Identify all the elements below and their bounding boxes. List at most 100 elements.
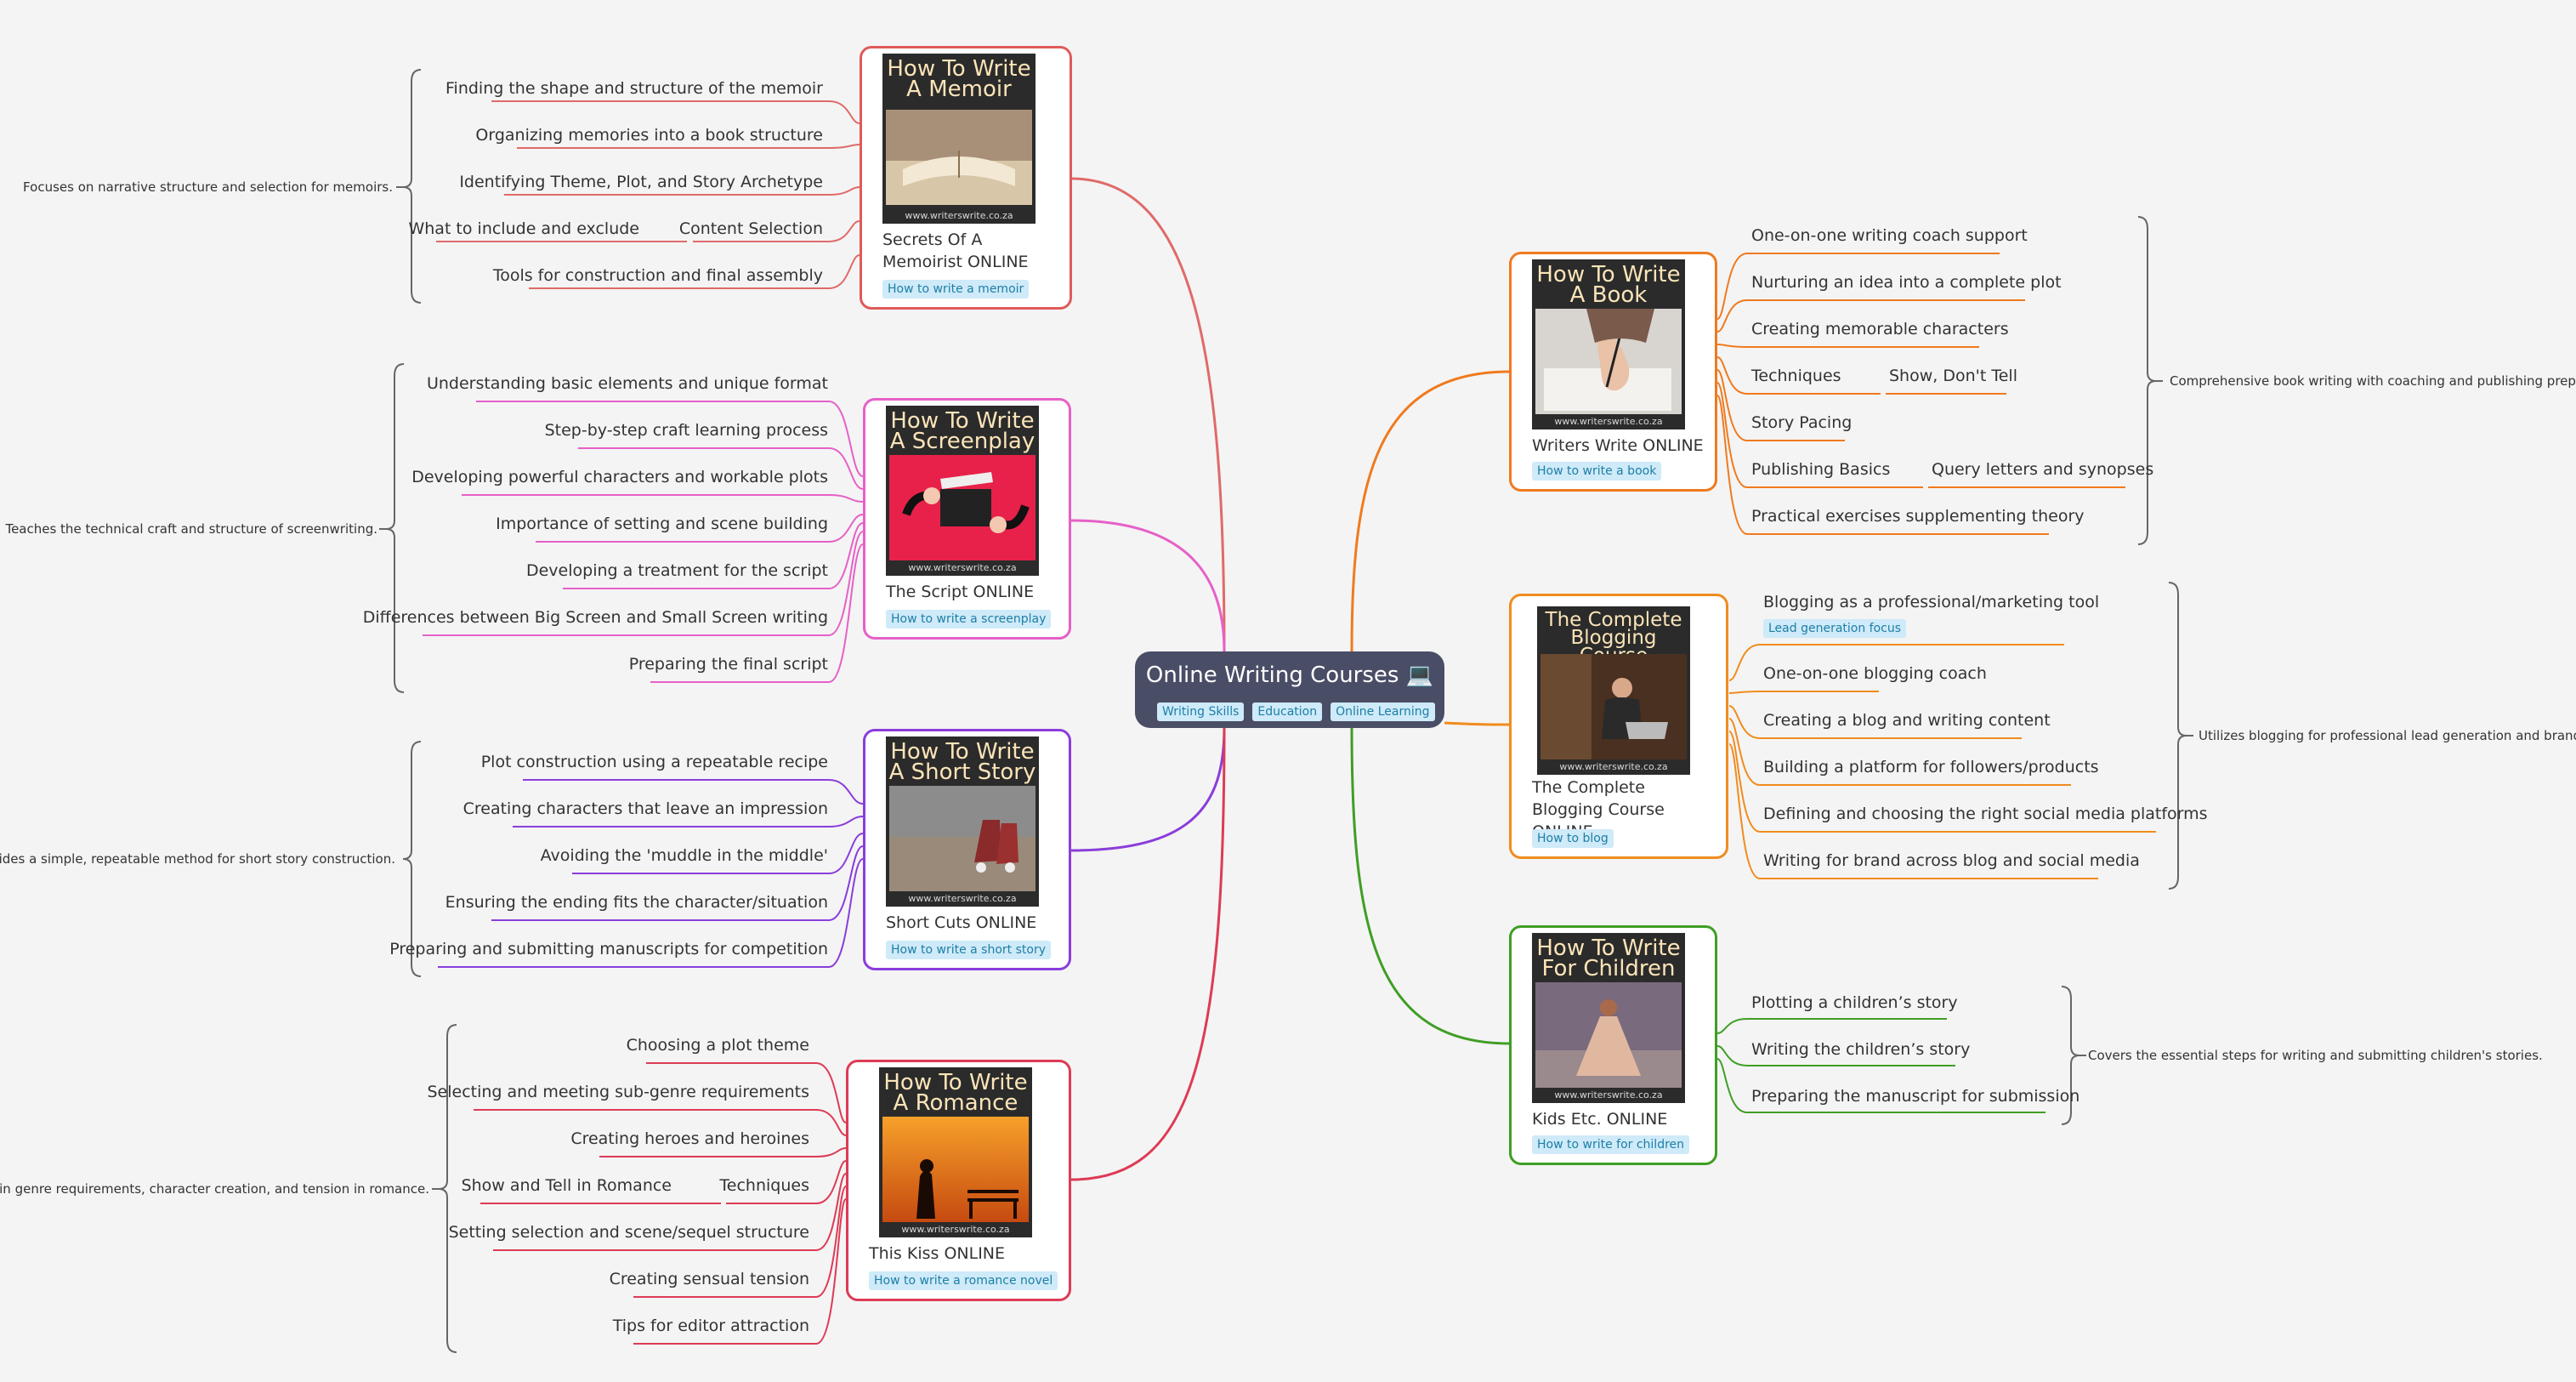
blogging-item-6[interactable]: Writing for brand across blog and social… xyxy=(1763,851,2140,870)
screenplay-item-2[interactable]: Step-by-step craft learning process xyxy=(544,421,828,440)
girl-in-dress-image xyxy=(1535,982,1682,1088)
romance-summary: zes in genre requirements, character cre… xyxy=(0,1181,429,1197)
blogging-item-5[interactable]: Defining and choosing the right social m… xyxy=(1763,805,2208,823)
course-tag-romance: How to write a romance novel xyxy=(869,1271,1058,1290)
book-item-2[interactable]: Nurturing an idea into a complete plot xyxy=(1751,273,2062,292)
sunset-couple-image xyxy=(882,1117,1029,1222)
romance-item-3[interactable]: Creating heroes and heroines xyxy=(570,1129,809,1148)
course-title-romance: This Kiss ONLINE xyxy=(869,1244,1006,1263)
course-card-romance[interactable]: How To Write A Romance www.writerswrite.… xyxy=(846,1060,1071,1301)
romance-item-5[interactable]: Setting selection and scene/sequel struc… xyxy=(448,1223,809,1242)
romance-item-2[interactable]: Selecting and meeting sub-genre requirem… xyxy=(427,1083,810,1101)
course-tag-book: How to write a book xyxy=(1532,462,1662,481)
book-subitem-publishing[interactable]: Query letters and synopses xyxy=(1932,460,2154,479)
book-item-3[interactable]: Creating memorable characters xyxy=(1751,320,2009,338)
book-cover-memoir: How To Write A Memoir www.writerswrite.c… xyxy=(882,54,1036,224)
children-summary: Covers the essential steps for writing a… xyxy=(2088,1048,2543,1063)
romance-item-4[interactable]: Techniques xyxy=(719,1176,809,1195)
cover-title: How To Write A Screenplay xyxy=(889,408,1036,454)
book-cover-book: How To Write A Book www.writerswrite.co.… xyxy=(1532,259,1685,429)
cover-title: How To Write A Book xyxy=(1536,262,1681,308)
screenplay-item-4[interactable]: Importance of setting and scene building xyxy=(496,515,828,533)
course-card-children[interactable]: How To Write For Children www.writerswri… xyxy=(1509,925,1717,1165)
short-story-item-3[interactable]: Avoiding the 'muddle in the middle' xyxy=(540,846,828,865)
book-cover-children: How To Write For Children www.writerswri… xyxy=(1532,933,1685,1103)
course-title-screenplay: The Script ONLINE xyxy=(886,583,1035,601)
course-tag-screenplay: How to write a screenplay xyxy=(886,610,1052,628)
course-card-memoir[interactable]: How To Write A Memoir www.writerswrite.c… xyxy=(860,46,1072,310)
book-cover-screenplay: How To Write A Screenplay www.writerswri… xyxy=(886,406,1039,576)
cover-url: www.writerswrite.co.za xyxy=(1554,416,1663,427)
cover-title: How To Write A Romance xyxy=(883,1070,1028,1116)
course-tag-short-story: How to write a short story xyxy=(886,941,1051,959)
cover-url: www.writerswrite.co.za xyxy=(901,1224,1010,1235)
screenplay-item-3[interactable]: Developing powerful characters and worka… xyxy=(411,468,828,486)
course-title-short-story: Short Cuts ONLINE xyxy=(886,913,1037,932)
cover-title: How To Write A Memoir xyxy=(887,56,1031,102)
short-story-item-1[interactable]: Plot construction using a repeatable rec… xyxy=(480,753,828,771)
romance-item-1[interactable]: Choosing a plot theme xyxy=(626,1036,809,1055)
children-item-1[interactable]: Plotting a children’s story xyxy=(1751,993,1958,1012)
blogging-item-3[interactable]: Creating a blog and writing content xyxy=(1763,711,2051,730)
central-topic-title: Online Writing Courses 💻 xyxy=(1145,663,1434,688)
memoir-summary: Focuses on narrative structure and selec… xyxy=(23,179,393,195)
course-title-children: Kids Etc. ONLINE xyxy=(1532,1110,1668,1129)
short-story-item-2[interactable]: Creating characters that leave an impres… xyxy=(462,799,828,818)
cover-url: www.writerswrite.co.za xyxy=(1559,761,1668,772)
book-summary: Comprehensive book writing with coaching… xyxy=(2170,373,2576,389)
short-story-item-5[interactable]: Preparing and submitting manuscripts for… xyxy=(389,940,828,958)
cover-url: www.writerswrite.co.za xyxy=(908,562,1017,573)
course-card-book[interactable]: How To Write A Book www.writerswrite.co.… xyxy=(1509,252,1717,492)
romance-item-6[interactable]: Creating sensual tension xyxy=(609,1270,809,1288)
course-card-short-story[interactable]: How To Write A Short Story www.writerswr… xyxy=(863,729,1071,970)
blogging-item-2[interactable]: One-on-one blogging coach xyxy=(1763,664,1987,683)
roller-skates-image xyxy=(889,786,1036,891)
book-item-1[interactable]: One-on-one writing coach support xyxy=(1751,226,2028,245)
romance-subitem[interactable]: Show and Tell in Romance xyxy=(461,1176,672,1195)
children-item-2[interactable]: Writing the children’s story xyxy=(1751,1040,1971,1059)
course-tag-memoir: How to write a memoir xyxy=(882,280,1030,299)
blogging-item-4[interactable]: Building a platform for followers/produc… xyxy=(1763,758,2099,776)
screenplay-item-6[interactable]: Differences between Big Screen and Small… xyxy=(362,608,828,627)
clapperboard-image xyxy=(889,455,1036,560)
book-cover-romance: How To Write A Romance www.writerswrite.… xyxy=(879,1067,1032,1237)
memoir-item-2[interactable]: Organizing memories into a book structur… xyxy=(475,126,823,145)
romance-item-7[interactable]: Tips for editor attraction xyxy=(612,1317,809,1335)
screenplay-item-1[interactable]: Understanding basic elements and unique … xyxy=(426,374,828,393)
memoir-item-5[interactable]: Tools for construction and final assembl… xyxy=(492,266,823,285)
memoir-item-3[interactable]: Identifying Theme, Plot, and Story Arche… xyxy=(459,173,823,191)
open-book-image xyxy=(886,110,1032,205)
book-cover-blogging: The Complete Blogging Course www.writers… xyxy=(1537,606,1690,775)
book-subitem-techniques[interactable]: Show, Don't Tell xyxy=(1889,367,2017,385)
short-story-item-4[interactable]: Ensuring the ending fits the character/s… xyxy=(445,893,828,912)
memoir-subitem[interactable]: What to include and exclude xyxy=(408,219,639,238)
memoir-item-4[interactable]: Content Selection xyxy=(678,219,823,238)
course-card-screenplay[interactable]: How To Write A Screenplay www.writerswri… xyxy=(863,398,1071,640)
tag-education: Education xyxy=(1252,702,1323,721)
blogging-item-1[interactable]: Blogging as a professional/marketing too… xyxy=(1763,593,2100,611)
book-cover-short-story: How To Write A Short Story www.writerswr… xyxy=(886,736,1039,907)
course-title-memoir: Secrets Of A Memoirist ONLINE xyxy=(882,230,1029,271)
short-story-summary: Provides a simple, repeatable method for… xyxy=(0,851,395,867)
writing-hand-image xyxy=(1535,309,1682,414)
course-title-book: Writers Write ONLINE xyxy=(1532,436,1704,455)
cover-url: www.writerswrite.co.za xyxy=(908,893,1017,904)
cover-title: How To Write For Children xyxy=(1536,936,1681,981)
book-item-7[interactable]: Practical exercises supplementing theory xyxy=(1751,507,2085,526)
tag-online-learning: Online Learning xyxy=(1331,702,1435,721)
cover-url: www.writerswrite.co.za xyxy=(905,210,1013,221)
blogging-item-1-tag: Lead generation focus xyxy=(1763,619,1907,638)
memoir-item-1[interactable]: Finding the shape and structure of the m… xyxy=(445,79,823,98)
screenplay-item-7[interactable]: Preparing the final script xyxy=(628,655,828,674)
screenplay-item-5[interactable]: Developing a treatment for the script xyxy=(525,561,828,580)
book-item-5[interactable]: Story Pacing xyxy=(1751,413,1853,432)
children-item-3[interactable]: Preparing the manuscript for submission xyxy=(1751,1087,2080,1106)
blogging-summary: Utilizes blogging for professional lead … xyxy=(2199,728,2576,743)
course-card-blogging[interactable]: The Complete Blogging Course www.writers… xyxy=(1509,594,1728,859)
book-item-4[interactable]: Techniques xyxy=(1751,367,1841,385)
screenplay-summary: Teaches the technical craft and structur… xyxy=(5,521,377,537)
book-item-6[interactable]: Publishing Basics xyxy=(1751,460,1891,479)
